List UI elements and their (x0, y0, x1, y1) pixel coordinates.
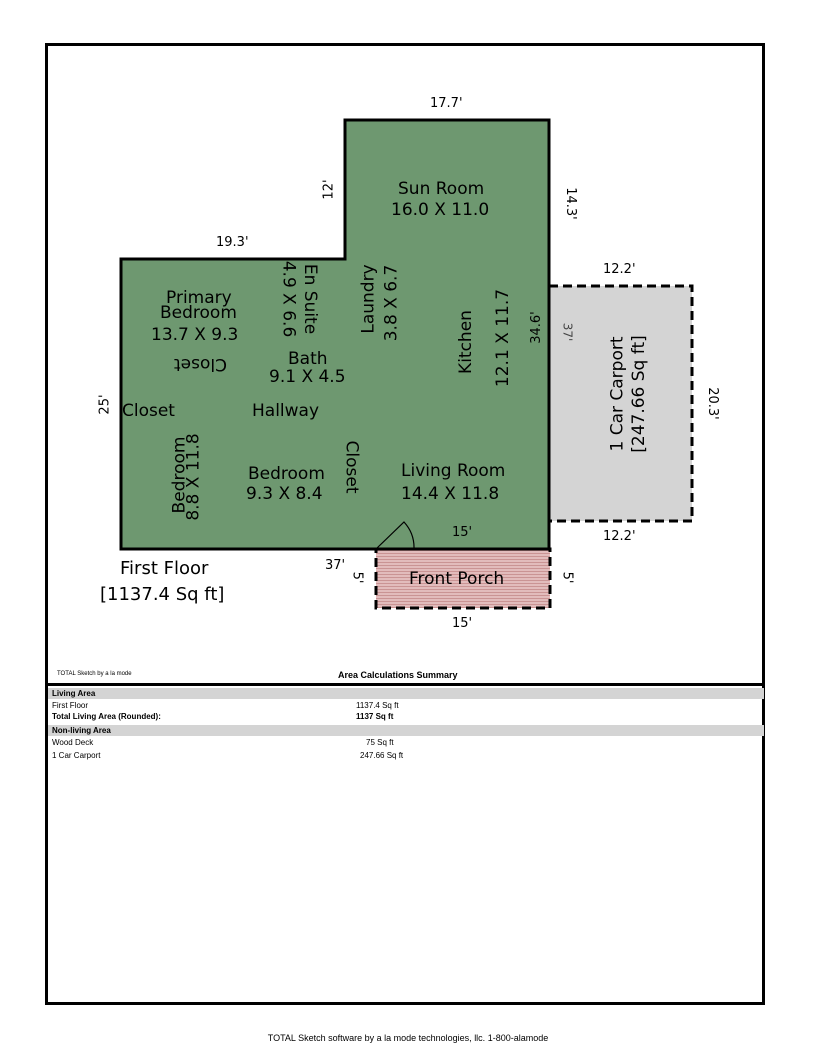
footer-text: TOTAL Sketch software by a la mode techn… (267, 1033, 549, 1043)
nonliving-row-value: 75 Sq ft (366, 738, 394, 747)
dimension-carport-top: 12.2' (603, 262, 636, 277)
primary-bedroom-name-2: Bedroom (160, 303, 237, 323)
dimension-sun-left: 12' (321, 179, 337, 200)
primary-bedroom-size: 13.7 X 9.3 (151, 325, 239, 345)
living-row-value: 1137.4 Sq ft (356, 701, 399, 710)
dimension-carport-right: 20.3' (704, 387, 720, 420)
dimension-porch-left: 5' (349, 571, 365, 584)
primary-bedroom-name-1: Primary (166, 288, 232, 308)
sun-room-name: Sun Room (398, 179, 485, 199)
living-area (119, 118, 551, 551)
sun-room-size: 16.0 X 11.0 (391, 200, 490, 220)
nonliving-area-header: Non-living Area (48, 725, 764, 736)
dimension-sun-right: 14.3' (562, 187, 578, 220)
nonliving-row-label: Wood Deck (52, 738, 94, 747)
dimension-right-main: 34.6' (528, 311, 544, 344)
dimension-porch-top: 15' (452, 525, 473, 540)
page-border (45, 43, 765, 1005)
bath-size: 9.1 X 4.5 (269, 367, 346, 387)
floor-plan (119, 118, 694, 610)
carport-area-label: [247.66 Sq ft] (628, 335, 649, 453)
bedroom-left-size: 8.8 X 11.8 (183, 433, 204, 521)
living-total-value: 1137 Sq ft (356, 712, 394, 721)
kitchen-size: 12.1 X 11.7 (493, 288, 514, 388)
dimension-carport-bottom: 12.2' (603, 529, 636, 544)
en-suite-size: 4.9 X 6.6 (278, 260, 299, 338)
dimension-porch-bottom: 15' (452, 616, 473, 631)
front-porch-name: Front Porch (409, 569, 505, 589)
bath-name: Bath (288, 349, 328, 369)
carport-area (547, 284, 694, 523)
front-porch-area (374, 547, 552, 610)
door-swing (375, 521, 415, 550)
laundry-name: Laundry (358, 264, 379, 334)
floor-label: First Floor (120, 558, 209, 579)
closet-mid-label: Closet (341, 440, 362, 494)
dimension-upper-left: 19.3' (216, 235, 249, 250)
summary-divider (45, 683, 765, 686)
dimension-left: 25' (97, 394, 113, 415)
living-total-label: Total Living Area (Rounded): (52, 712, 161, 721)
bedroom-mid-size: 9.3 X 8.4 (246, 484, 323, 504)
living-area-header: Living Area (48, 688, 764, 699)
nonliving-row-label: 1 Car Carport (52, 751, 101, 760)
floor-area-label: [1137.4 Sq ft] (100, 584, 225, 605)
carport-name: 1 Car Carport (607, 336, 628, 452)
bedroom-mid-name: Bedroom (248, 464, 325, 484)
dimension-carport-inner: 37' (560, 322, 575, 342)
dimension-bottom-main: 37' (325, 558, 346, 573)
living-room-name: Living Room (401, 461, 506, 481)
kitchen-name: Kitchen (455, 310, 476, 374)
living-row-label: First Floor (52, 701, 88, 710)
dimension-top: 17.7' (430, 96, 463, 111)
primary-closet-label: Closet (174, 354, 227, 374)
dimension-porch-right: 5' (559, 571, 575, 584)
living-room-size: 14.4 X 11.8 (401, 484, 500, 504)
hallway-label: Hallway (252, 401, 320, 421)
summary-title: Area Calculations Summary (338, 670, 458, 680)
nonliving-row-value: 247.66 Sq ft (360, 751, 404, 760)
closet-left-label: Closet (122, 401, 175, 421)
sketch-credit: TOTAL Sketch by a la mode (57, 671, 132, 677)
laundry-size: 3.8 X 6.7 (381, 264, 402, 342)
en-suite-name: En Suite (300, 263, 321, 335)
